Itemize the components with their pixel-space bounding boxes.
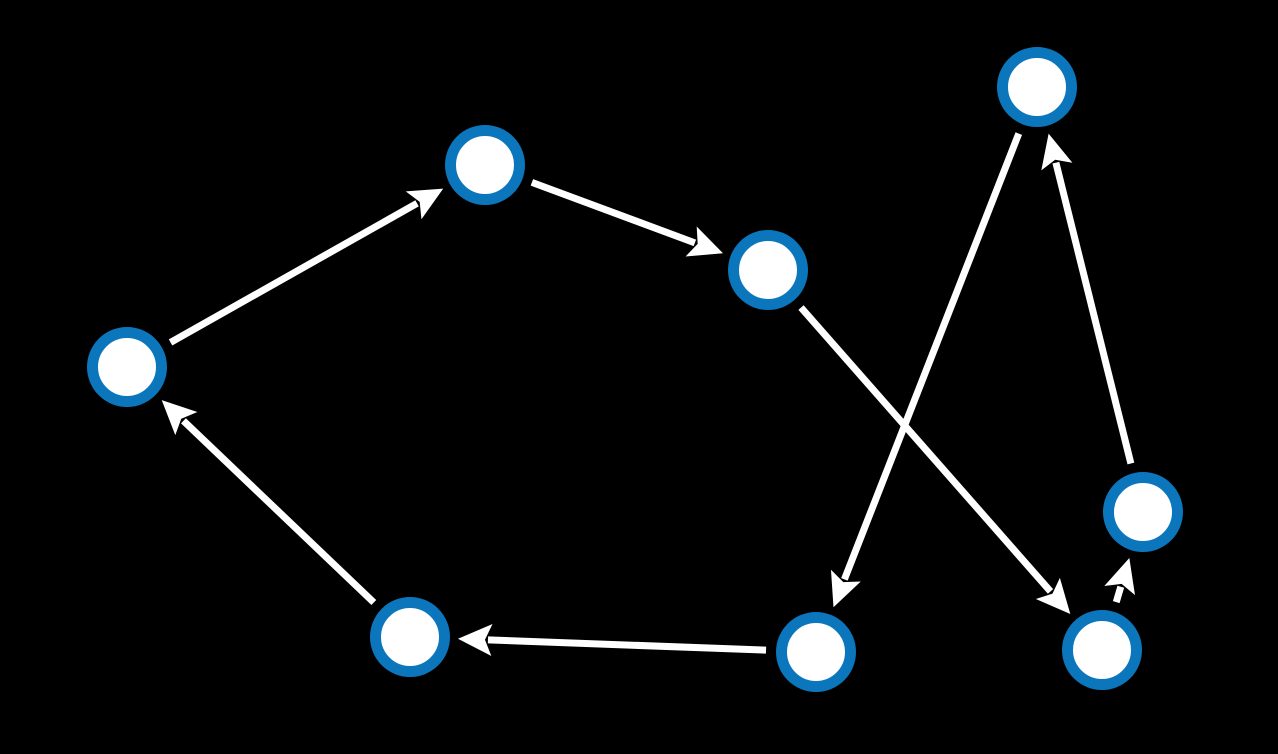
graph-edge-n5-to-n4[interactable] [1052,161,1135,465]
graph-edge-n3-to-n6[interactable] [798,305,1054,594]
graph-node-n2[interactable] [445,125,525,205]
graph-node-n4[interactable] [997,47,1077,127]
arrow-head-icon-n8-to-n1 [161,400,198,436]
edge-layer [161,132,1135,657]
arrow-head-icon-n2-to-n3 [685,226,723,257]
arrow-head-icon-n7-to-n8 [457,624,493,657]
graph-node-n8[interactable] [370,597,450,677]
graph-edge-n8-to-n1[interactable] [181,418,377,606]
graph-edge-n4-to-n7[interactable] [841,132,1023,581]
arrow-head-icon-n6-to-n5 [1104,558,1135,596]
arrow-head-icon-n3-to-n6 [1035,577,1071,614]
graph-node-n6[interactable] [1062,610,1142,690]
arrow-head-icon-n1-to-n2 [405,188,444,220]
graph-node-n3[interactable] [728,230,808,310]
arrow-head-icon-n4-to-n7 [830,569,861,608]
graph-edge-n7-to-n8[interactable] [487,636,767,654]
graph-node-n1[interactable] [87,327,167,407]
graph-node-n7[interactable] [776,612,856,692]
graph-edge-n1-to-n2[interactable] [168,200,419,346]
graph-edge-n2-to-n3[interactable] [530,179,697,247]
node-layer [87,47,1183,692]
graph-edge-n6-to-n5[interactable] [1112,585,1125,604]
arrow-head-icon-n5-to-n4 [1041,133,1073,171]
graph-node-n5[interactable] [1103,472,1183,552]
